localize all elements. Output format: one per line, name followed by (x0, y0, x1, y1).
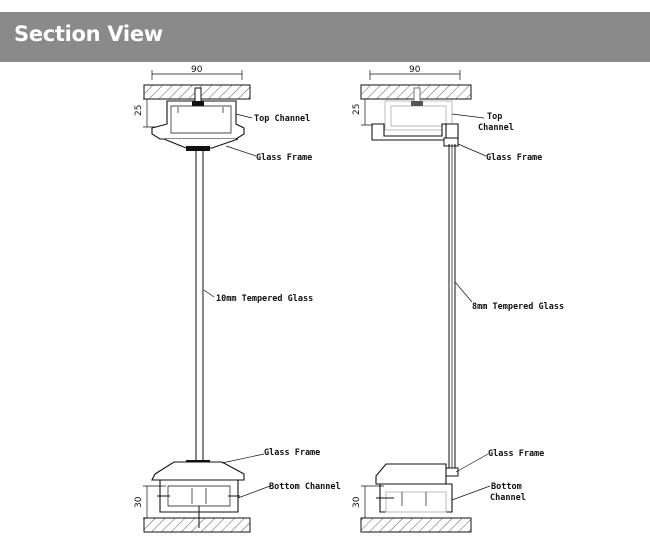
right-glass-frame-top-label: Glass Frame (486, 153, 542, 163)
left-top-dimension: 25 (134, 98, 168, 128)
right-floor-slab (360, 517, 472, 533)
left-top-channel (151, 87, 245, 151)
right-leaders (451, 113, 491, 501)
right-width-dimension: 90 (369, 65, 461, 80)
right-top-channel-label-1: Top (487, 112, 502, 122)
left-glass-frame-bottom-label: Glass Frame (264, 448, 320, 458)
right-section: 90 25 (352, 65, 564, 533)
right-glass-panel (448, 144, 456, 472)
right-glass-label: 8mm Tempered Glass (472, 302, 564, 312)
left-glass-label: 10mm Tempered Glass (216, 294, 313, 304)
left-top-dim-value: 25 (134, 105, 144, 116)
right-width-value: 90 (409, 65, 421, 75)
left-section: 90 25 (134, 65, 341, 533)
right-top-channel (371, 87, 459, 147)
right-bottom-channel (375, 463, 459, 513)
left-bottom-channel-label: Bottom Channel (269, 482, 341, 492)
left-width-dimension: 90 (151, 65, 243, 80)
section-header: Section View (0, 12, 650, 62)
right-top-channel-label-2: Channel (478, 123, 514, 133)
right-bottom-channel-label-1: Bottom (491, 482, 522, 492)
left-bottom-dim-value: 30 (134, 496, 144, 508)
page-title: Section View (14, 22, 163, 46)
left-top-channel-label: Top Channel (254, 114, 310, 124)
right-bottom-dimension: 30 (352, 485, 384, 519)
left-leaders (203, 113, 271, 499)
right-bottom-dim-value: 30 (352, 496, 362, 508)
right-glass-frame-bottom-label: Glass Frame (488, 449, 544, 459)
left-width-value: 90 (191, 65, 203, 75)
left-floor-slab (143, 517, 251, 533)
right-top-dimension: 25 (352, 98, 384, 126)
left-glass-frame-top-label: Glass Frame (256, 153, 312, 163)
right-bottom-channel-label-2: Channel (490, 493, 526, 503)
right-top-dim-value: 25 (352, 104, 362, 115)
left-glass-panel (195, 150, 204, 462)
